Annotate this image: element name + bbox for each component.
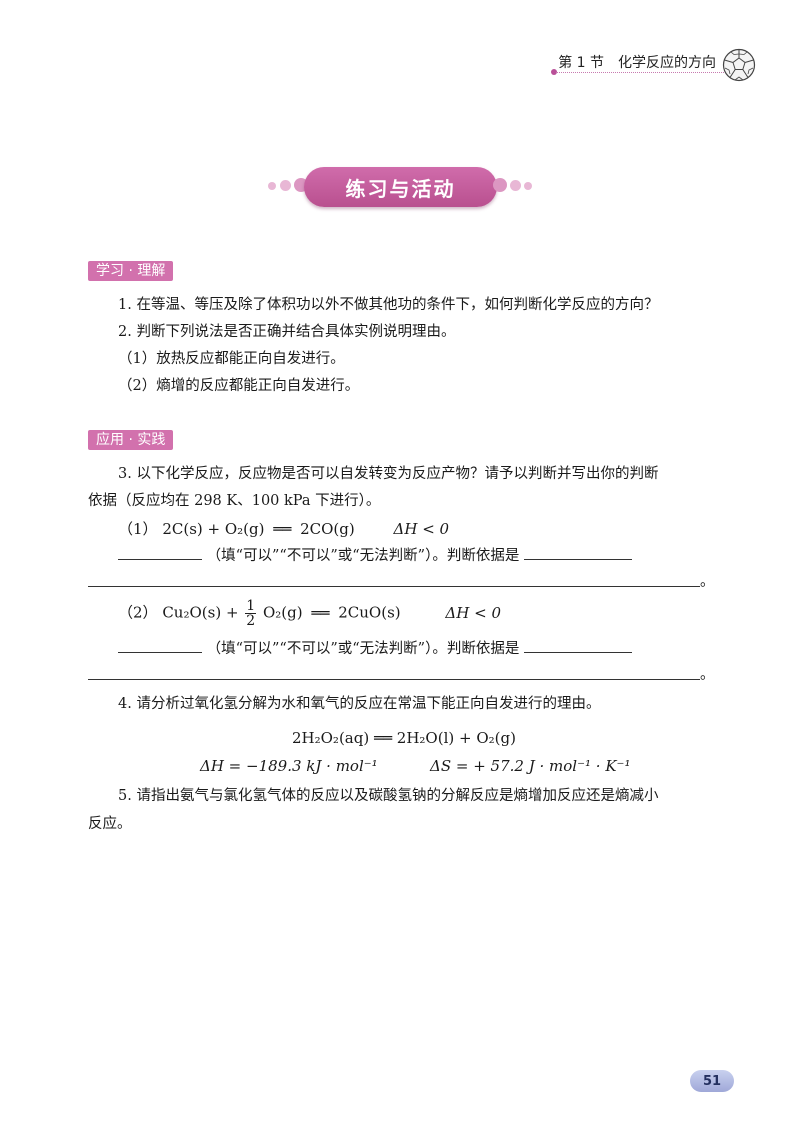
q4-delta-s: ΔS = + 57.2 J · mol⁻¹ · K⁻¹	[430, 757, 631, 775]
fraction-denominator: 2	[246, 613, 256, 629]
fill-instruction: （填“可以”“不可以”或“无法判断”）。判断依据是	[206, 548, 520, 564]
question-3-equation-2: （2） Cu₂O(s) + 1 2 O₂(g) ══ 2CuO(s) ΔH < …	[118, 599, 501, 628]
question-2-item-1: （1）放热反应都能正向自发进行。	[118, 351, 345, 367]
answer-blank[interactable]	[118, 638, 202, 653]
fraction-numerator: 1	[245, 598, 257, 614]
exercise-banner: 练习与活动	[304, 167, 497, 207]
fraction-one-half: 1 2	[245, 598, 257, 629]
question-2: 2. 判断下列说法是否正确并结合具体实例说明理由。	[118, 324, 456, 340]
q3-1-products: 2CO(g)	[300, 520, 355, 538]
question-1: 1. 在等温、等压及除了体积功以外不做其他功的条件下，如何判断化学反应的方向？	[118, 297, 659, 313]
banner-dot	[280, 180, 291, 191]
q3-1-delta-h: ΔH < 0	[393, 520, 450, 538]
q3-2-products: 2CuO(s)	[338, 603, 401, 622]
q4-equation: 2H₂O₂(aq) ══ 2H₂O(l) + O₂(g)	[292, 729, 516, 747]
q3-2-label: （2）	[118, 603, 158, 622]
question-3-line-2: 依据（反应均在 298 K、100 kPa 下进行）。	[88, 493, 381, 509]
question-5-line-1: 5. 请指出氨气与氯化氢气体的反应以及碳酸氢钠的分解反应是熵增加反应还是熵减小	[118, 788, 659, 804]
q3-1-reactants: 2C(s) + O₂(g)	[162, 520, 265, 538]
banner-dot	[510, 180, 521, 191]
period-mark: 。	[700, 574, 715, 590]
banner-dot	[493, 178, 507, 192]
q3-1-arrow: ══	[273, 520, 292, 538]
question-5-line-2: 反应。	[88, 816, 132, 832]
q4-delta-h: ΔH = −189.3 kJ · mol⁻¹	[200, 757, 378, 775]
question-2-item-2: （2）熵增的反应都能正向自发进行。	[118, 378, 360, 394]
period-mark: 。	[700, 667, 715, 683]
header-divider	[556, 72, 724, 74]
fullerene-icon	[722, 48, 756, 82]
question-3-line-1: 3. 以下化学反应，反应物是否可以自发转变为反应产物？请予以判断并写出你的判断	[118, 466, 659, 482]
reason-line[interactable]	[88, 679, 700, 680]
chapter-section-title: 第 1 节 化学反应的方向	[558, 55, 716, 71]
q3-1-answer-row: （填“可以”“不可以”或“无法判断”）。判断依据是	[118, 545, 632, 566]
header-dot	[551, 69, 557, 75]
section-label-understand: 学习 · 理解	[88, 261, 174, 281]
reason-blank[interactable]	[523, 545, 632, 560]
q3-2-reactant-1: Cu₂O(s) +	[162, 603, 239, 622]
q3-2-delta-h: ΔH < 0	[445, 603, 501, 622]
question-4: 4. 请分析过氧化氢分解为水和氧气的反应在常温下能正向自发进行的理由。	[118, 696, 601, 712]
banner-dot	[268, 182, 276, 190]
reason-blank[interactable]	[523, 638, 632, 653]
reason-line[interactable]	[88, 586, 700, 587]
page-number: 51	[690, 1070, 734, 1092]
q3-2-arrow: ══	[311, 603, 330, 622]
question-3-equation-1: （1） 2C(s) + O₂(g) ══ 2CO(g) ΔH < 0	[118, 518, 449, 539]
q3-2-answer-row: （填“可以”“不可以”或“无法判断”）。判断依据是	[118, 638, 632, 659]
q3-2-reactant-2: O₂(g)	[263, 603, 303, 622]
q3-1-label: （1）	[118, 520, 158, 538]
banner-title: 练习与活动	[345, 176, 456, 201]
answer-blank[interactable]	[118, 545, 202, 560]
banner-dot	[524, 182, 532, 190]
section-label-apply: 应用 · 实践	[88, 430, 174, 450]
fill-instruction: （填“可以”“不可以”或“无法判断”）。判断依据是	[206, 641, 520, 657]
